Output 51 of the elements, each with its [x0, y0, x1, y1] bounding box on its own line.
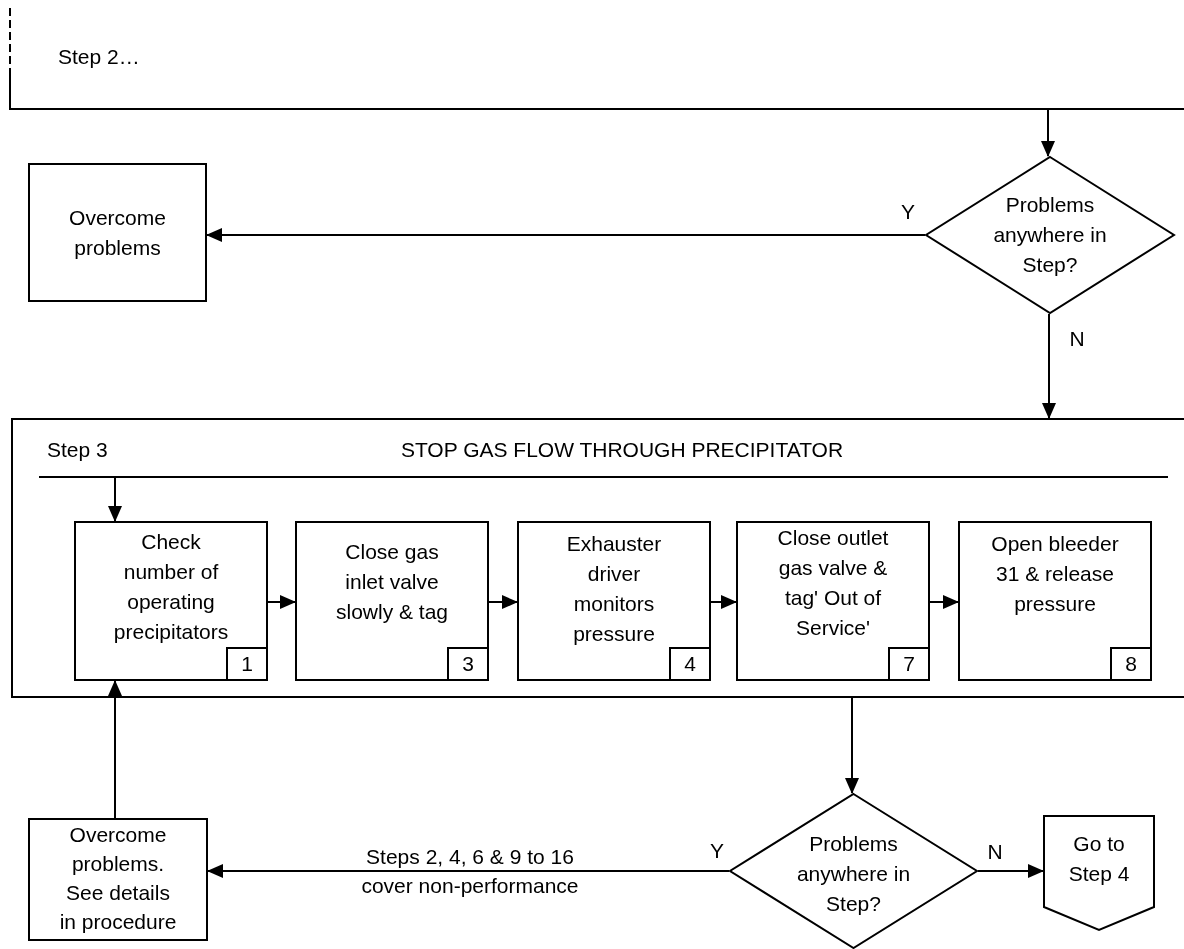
edge-label: Steps 2, 4, 6 & 9 to 16 cover non-performance [360, 844, 580, 899]
branch-label: Y [709, 838, 725, 864]
step-number-box [226, 647, 268, 681]
node-text: Close outlet gas valve & tag' Out of Service' [776, 525, 890, 641]
node-text: Close gas inlet valve slowly & tag [334, 539, 449, 625]
process-box [295, 521, 489, 681]
step-number: 4 [684, 651, 696, 677]
node-text: Exhauster driver monitors pressure [565, 531, 663, 647]
step-heading: Step 2… [58, 44, 140, 70]
arrow [206, 228, 926, 242]
edge-label: N [1068, 326, 1086, 352]
node-text: Overcome problems [68, 205, 167, 261]
process-box [28, 818, 208, 941]
process-box [28, 163, 207, 302]
arrow [977, 864, 1044, 878]
step-number-box [888, 647, 930, 681]
edge-label: N [986, 839, 1004, 865]
arrow [267, 595, 296, 609]
arrow [929, 595, 959, 609]
step-title: STOP GAS FLOW THROUGH PRECIPITATOR [400, 437, 844, 463]
step-number: 3 [462, 651, 474, 677]
arrow [108, 476, 122, 522]
arrow [488, 595, 518, 609]
step-number: 7 [903, 651, 915, 677]
node-text: Go to Step 4 [1067, 831, 1131, 887]
off-page-connector [1043, 815, 1155, 931]
step-panel [11, 418, 1184, 698]
decision-diamond [729, 793, 978, 949]
arrow [108, 680, 122, 819]
node-text: Overcome problems. See details in procedure [58, 822, 178, 935]
node-text: Problems anywhere in Step? [795, 831, 912, 917]
arrow [1041, 109, 1055, 157]
arrow [207, 864, 730, 878]
process-box [736, 521, 930, 681]
arrow [710, 595, 737, 609]
step-number-box [1110, 647, 1152, 681]
step-heading: Step 3 [47, 437, 108, 463]
step-number-box [447, 647, 489, 681]
step-number-box [669, 647, 711, 681]
process-box [74, 521, 268, 681]
arrow [1042, 313, 1056, 419]
arrow [845, 697, 859, 794]
process-box [958, 521, 1152, 681]
decision-diamond [925, 156, 1175, 314]
node-text: Check number of operating precipitators [112, 529, 230, 645]
step-number: 1 [241, 651, 253, 677]
node-text: Problems anywhere in Step? [992, 192, 1108, 278]
edge-label: Y [900, 199, 916, 225]
step-number: 8 [1125, 651, 1137, 677]
node-text: Open bleeder 31 & release pressure [990, 531, 1120, 617]
process-box [517, 521, 711, 681]
